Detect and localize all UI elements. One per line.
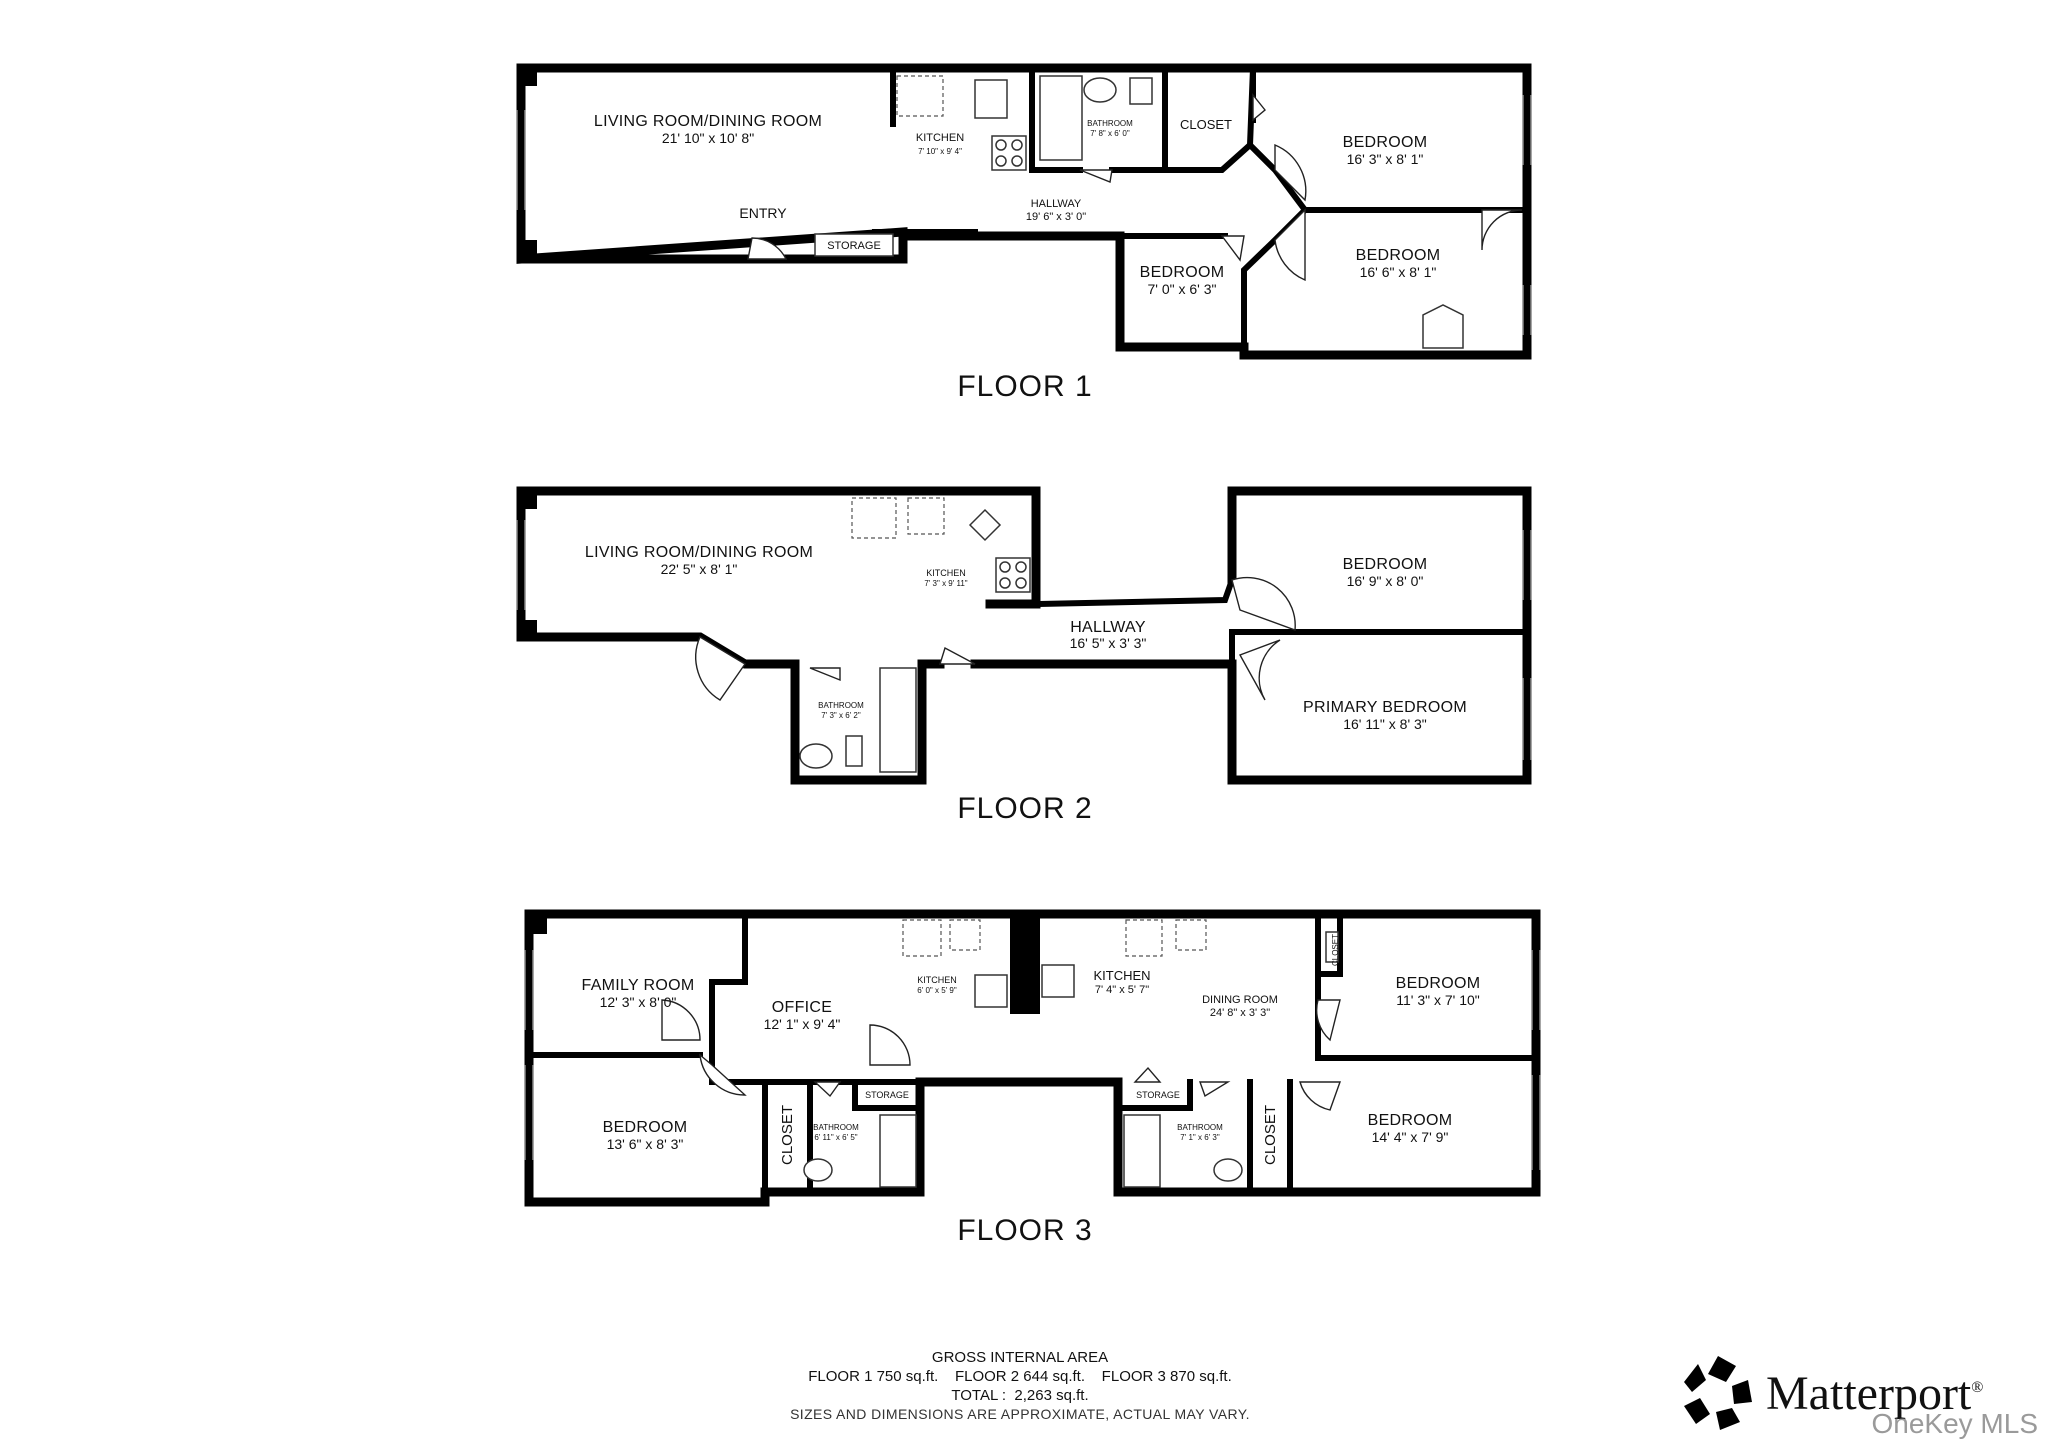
f3-storage-2-label: STORAGE	[1136, 1090, 1180, 1100]
f1-bedroom-3-name: BEDROOM	[1356, 247, 1441, 264]
f3-bedroom-1-name: BEDROOM	[1396, 975, 1481, 992]
area-heading: GROSS INTERNAL AREA	[931, 1349, 1109, 1366]
floor-2-title: FLOOR 2	[957, 792, 1092, 825]
f1-bathroom-name: BATHROOM	[1087, 119, 1133, 128]
f2-bathroom-name: BATHROOM	[818, 701, 864, 710]
f1-living-dining-dim: 21' 10" x 10' 8"	[662, 130, 754, 146]
f3-kitchen-2-dim: 7' 4" x 5' 7"	[1095, 984, 1149, 996]
floor-2-plan: LIVING ROOM/DINING ROOM 22' 5" x 8' 1" K…	[516, 486, 1532, 825]
f2-kitchen-name: KITCHEN	[926, 568, 966, 578]
f2-hallway-name: HALLWAY	[1070, 619, 1146, 636]
f2-kitchen-dim: 7' 3" x 9' 11"	[924, 579, 967, 588]
f1-hallway-dim: 19' 6" x 3' 0"	[1026, 211, 1086, 223]
f2-primary-bedroom-name: PRIMARY BEDROOM	[1303, 699, 1467, 716]
f3-bathroom-2-dim: 7' 1" x 6' 3"	[1180, 1133, 1220, 1142]
f1-bathroom-dim: 7' 8" x 6' 0"	[1090, 129, 1130, 138]
f1-hallway-name: HALLWAY	[1031, 198, 1082, 210]
floor-1-title: FLOOR 1	[957, 370, 1092, 403]
f3-bathroom-1-dim: 6' 11" x 6' 5"	[814, 1133, 857, 1142]
f1-closet-name: CLOSET	[1180, 117, 1232, 132]
f2-living-dining-dim: 22' 5" x 8' 1"	[661, 561, 738, 577]
f2-primary-bedroom-dim: 16' 11" x 8' 3"	[1343, 716, 1427, 732]
f3-dining-dim: 24' 8" x 3' 3"	[1210, 1007, 1270, 1019]
onekey-mls-watermark: OneKey MLS	[1871, 1408, 2038, 1439]
f2-living-dining-name: LIVING ROOM/DINING ROOM	[585, 544, 813, 561]
gross-internal-area: GROSS INTERNAL AREA FLOOR 1 750 sq.ft. F…	[700, 1348, 1340, 1424]
f1-kitchen-name: KITCHEN	[916, 132, 964, 144]
f1-bedroom-2-name: BEDROOM	[1140, 264, 1225, 281]
area-total: TOTAL : 2,263 sq.ft.	[951, 1387, 1089, 1404]
f3-closet-3-label: CLOSET	[1262, 1105, 1279, 1165]
f3-family-room-name: FAMILY ROOM	[582, 977, 695, 994]
f1-bedroom-1-dim: 16' 3" x 8' 1"	[1347, 151, 1424, 167]
f3-bedroom-3-name: BEDROOM	[1368, 1112, 1453, 1129]
f2-hallway-dim: 16' 5" x 3' 3"	[1070, 635, 1147, 651]
f3-kitchen-2-name: KITCHEN	[1093, 968, 1150, 983]
f2-bedroom-dim: 16' 9" x 8' 0"	[1347, 573, 1424, 589]
matterport-logo: Matterport®	[1678, 1352, 2038, 1432]
brand-name: Matterport	[1766, 1367, 1972, 1420]
f3-kitchen-1-name: KITCHEN	[917, 975, 957, 985]
f2-bathroom-dim: 7' 3" x 6' 2"	[821, 711, 861, 720]
f3-bedroom-1-dim: 11' 3" x 7' 10"	[1396, 992, 1480, 1008]
f1-living-dining-name: LIVING ROOM/DINING ROOM	[594, 113, 822, 130]
f3-bathroom-2-name: BATHROOM	[1177, 1123, 1223, 1132]
f3-office-dim: 12' 1" x 9' 4"	[764, 1016, 841, 1032]
f1-entry-label: ENTRY	[739, 205, 787, 221]
f3-dining-name: DINING ROOM	[1202, 994, 1278, 1006]
f3-office-name: OFFICE	[772, 999, 832, 1016]
f3-closet-2-label: CLOSET	[779, 1105, 796, 1165]
f2-bedroom-name: BEDROOM	[1343, 556, 1428, 573]
area-floors-line: FLOOR 1 750 sq.ft. FLOOR 2 644 sq.ft. FL…	[808, 1368, 1232, 1385]
matterport-mark-icon	[1684, 1356, 1752, 1430]
f1-kitchen-dim: 7' 10" x 9' 4"	[918, 147, 962, 156]
f3-bathroom-1-name: BATHROOM	[813, 1123, 859, 1132]
f1-bedroom-3-dim: 16' 6" x 8' 1"	[1360, 264, 1437, 280]
brand-registered-mark: ®	[1971, 1379, 1984, 1396]
f3-family-room-dim: 12' 3" x 8' 0"	[600, 994, 677, 1010]
floor-1-plan: LIVING ROOM/DINING ROOM 21' 10" x 10' 8"…	[516, 63, 1532, 403]
f1-storage-label: STORAGE	[827, 240, 881, 252]
f3-bedroom-3-dim: 14' 4" x 7' 9"	[1372, 1129, 1449, 1145]
f3-storage-1-label: STORAGE	[865, 1090, 909, 1100]
f3-bedroom-2-name: BEDROOM	[603, 1119, 688, 1136]
floor-3-plan: FAMILY ROOM 12' 3" x 8' 0" OFFICE 12' 1"…	[524, 909, 1541, 1247]
f1-bedroom-2-dim: 7' 0" x 6' 3"	[1148, 281, 1217, 297]
f3-kitchen-1-dim: 6' 0" x 5' 9"	[917, 986, 957, 995]
f3-bedroom-2-dim: 13' 6" x 8' 3"	[607, 1136, 684, 1152]
f3-closet-1-label: CLOSET	[1331, 934, 1340, 966]
area-disclaimer: SIZES AND DIMENSIONS ARE APPROXIMATE, AC…	[790, 1406, 1250, 1422]
floor-3-title: FLOOR 3	[957, 1214, 1092, 1247]
f1-bedroom-1-name: BEDROOM	[1343, 134, 1428, 151]
